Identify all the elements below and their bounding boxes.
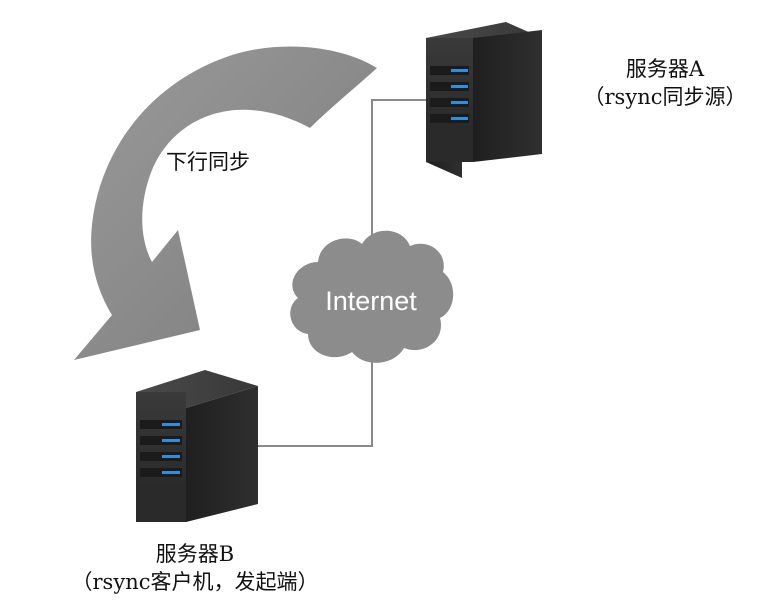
- internet-cloud: [290, 230, 454, 363]
- server-a-label: 服务器A （rsync同步源）: [560, 55, 770, 111]
- server-b-icon: [136, 370, 258, 522]
- link-server-a: [371, 99, 426, 258]
- server-b-name: 服务器B: [155, 542, 235, 566]
- server-b-label: 服务器B （rsync客户机，发起端）: [40, 540, 350, 596]
- sync-direction-label: 下行同步: [166, 150, 250, 174]
- server-a-icon: [426, 22, 542, 178]
- internet-label: Internet: [325, 286, 417, 316]
- connector-lines: [258, 99, 426, 447]
- downstream-sync-arrow: [74, 46, 377, 360]
- server-b-role: （rsync客户机，发起端）: [71, 570, 319, 594]
- link-server-b: [258, 358, 373, 447]
- server-a-name: 服务器A: [625, 57, 705, 81]
- server-a-role: （rsync同步源）: [583, 85, 747, 109]
